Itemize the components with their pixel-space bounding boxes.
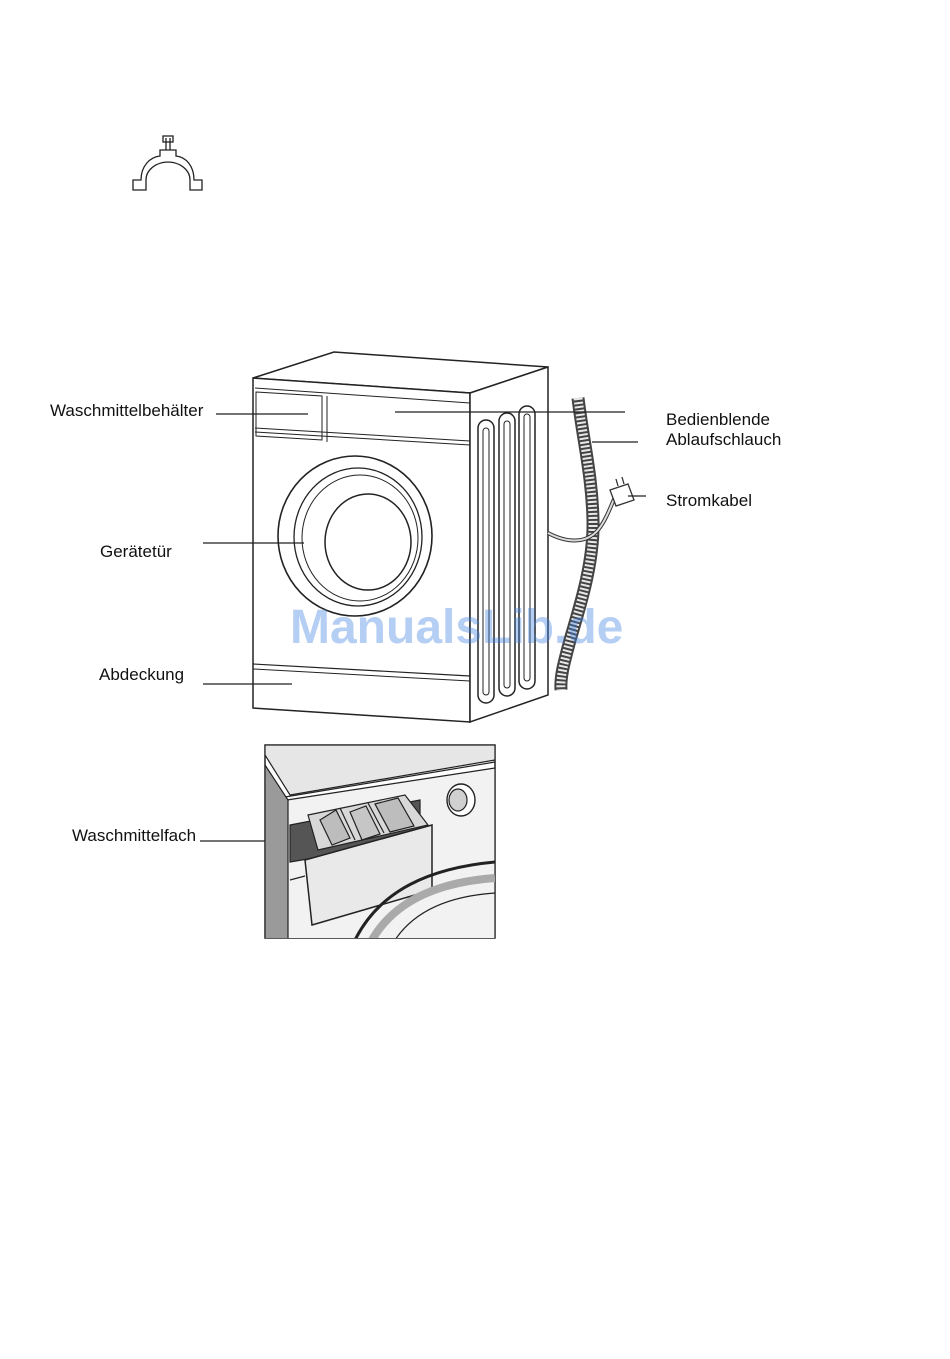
label-power-cable: Stromkabel bbox=[666, 491, 752, 510]
label-door: Gerätetür bbox=[100, 542, 172, 561]
label-detergent-container: Waschmittelbehälter bbox=[50, 401, 204, 420]
watermark: ManualsLib.de bbox=[290, 601, 623, 654]
label-drain-hose: Ablaufschlauch bbox=[666, 430, 781, 449]
label-control-panel: Bedienblende bbox=[666, 410, 770, 429]
drawer-closeup-inset bbox=[265, 745, 495, 940]
label-cover: Abdeckung bbox=[99, 665, 184, 684]
machine-side bbox=[470, 367, 548, 722]
washing-machine bbox=[253, 352, 548, 722]
hose-bracket-icon bbox=[133, 136, 202, 190]
label-detergent-drawer: Waschmittelfach bbox=[72, 826, 196, 845]
